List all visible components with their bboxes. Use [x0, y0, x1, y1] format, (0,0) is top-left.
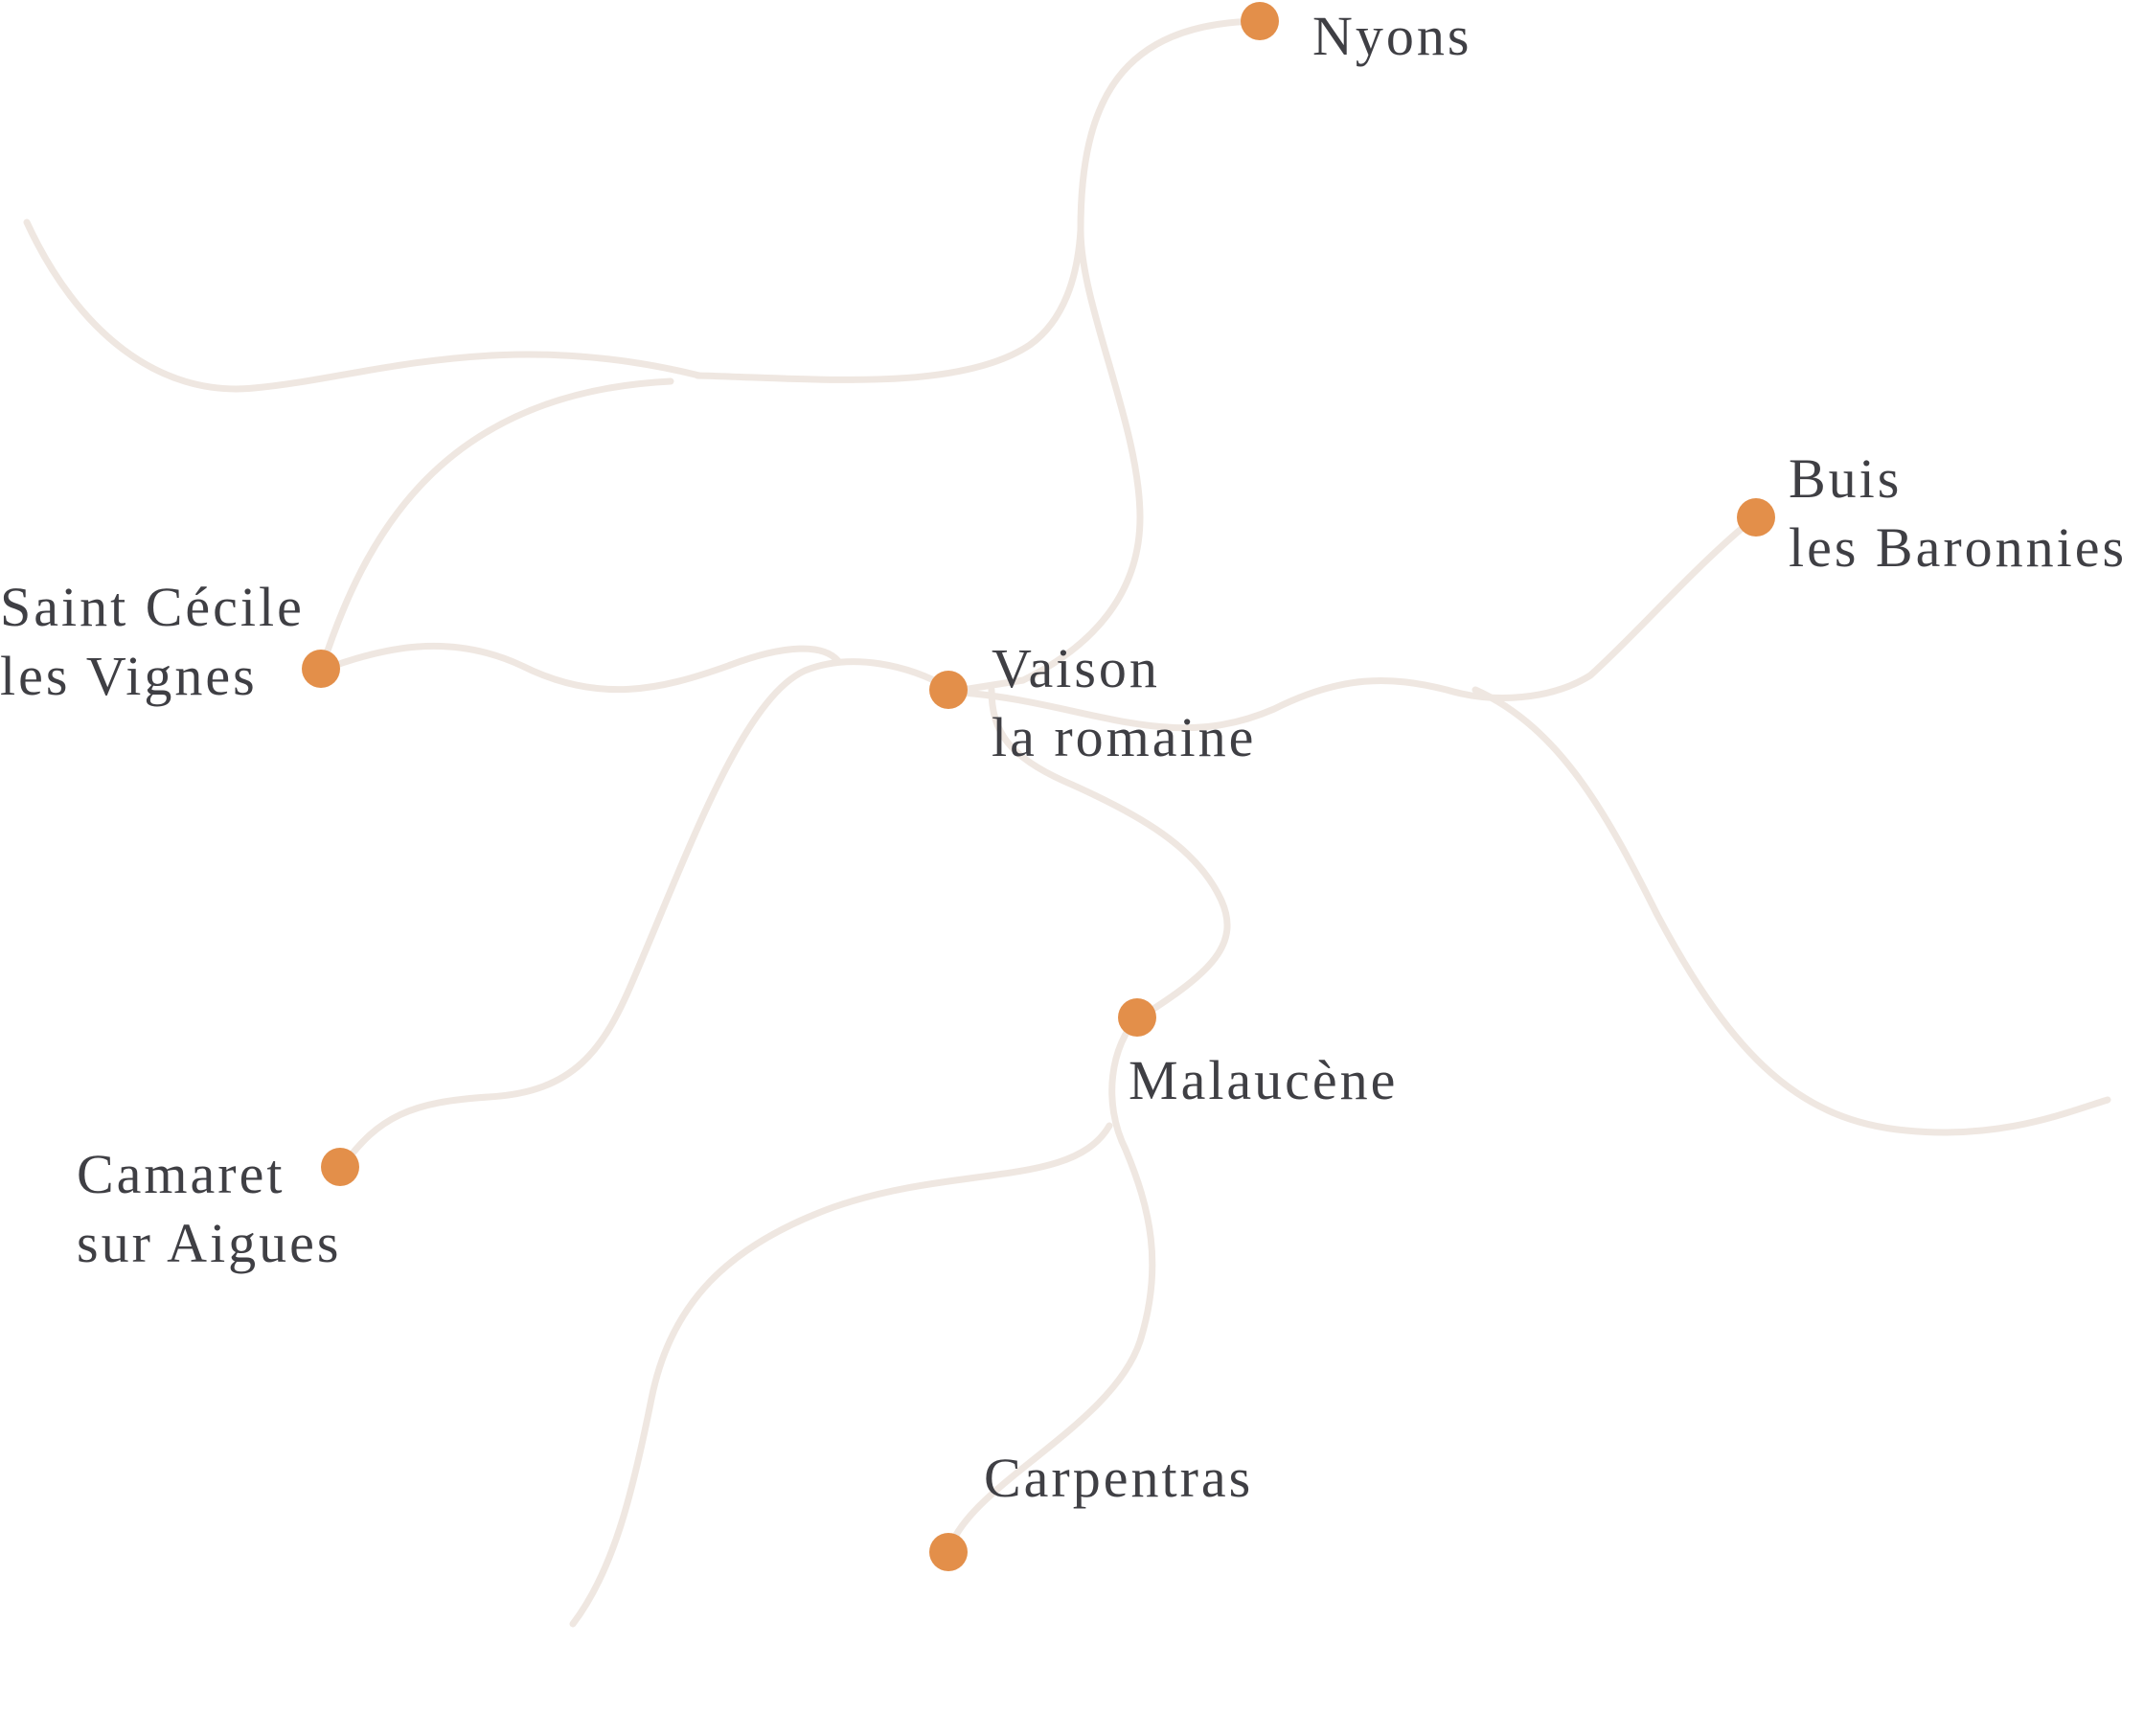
town-marker-saint-cecile[interactable] [302, 650, 340, 688]
town-label-nyons: Nyons [1312, 2, 1471, 71]
road-malaucene-carpentras [945, 1014, 1156, 1556]
town-label-camaret: Camaret sur Aigues [77, 1140, 342, 1278]
road-upper-left [23, 218, 703, 393]
town-label-line: Nyons [1312, 5, 1472, 67]
town-label-line: Vaison [992, 637, 1160, 699]
town-label-malaucene: Malaucène [1129, 1046, 1398, 1115]
road-vaison-malaucene [988, 686, 1231, 1021]
road-nyons-vaison [947, 17, 1261, 696]
town-label-line: Saint Cécile [0, 576, 305, 638]
road-far-right [1471, 686, 2111, 1136]
town-marker-nyons[interactable] [1241, 2, 1279, 40]
road-saint-cecile-north [317, 377, 674, 674]
town-label-line: les Vignes [0, 645, 258, 707]
road-saint-cecile-vaison [317, 642, 842, 694]
town-label-line: les Baronnies [1789, 516, 2128, 579]
road-upper-junction [694, 226, 1084, 383]
town-markers [302, 2, 1775, 1571]
town-label-line: la romaine [992, 706, 1257, 768]
roads [23, 17, 2111, 1628]
town-label-line: sur Aigues [77, 1212, 342, 1274]
town-label-line: Carpentras [984, 1447, 1254, 1509]
town-label-line: Camaret [77, 1143, 285, 1205]
town-label-line: Buis [1789, 447, 1903, 510]
town-label-vaison: Vaison la romaine [992, 634, 1256, 772]
town-marker-buis[interactable] [1737, 498, 1775, 537]
town-marker-vaison[interactable] [929, 671, 968, 709]
road-malaucene-southwest [569, 1122, 1113, 1628]
town-label-buis: Buis les Baronnies [1789, 445, 2127, 582]
town-marker-carpentras[interactable] [929, 1533, 968, 1571]
town-label-saint-cecile: Saint Cécile les Vignes [0, 573, 305, 711]
town-marker-malaucene[interactable] [1118, 998, 1156, 1037]
town-label-line: Malaucène [1129, 1049, 1399, 1111]
road-camaret-vaison [338, 658, 952, 1171]
town-label-carpentras: Carpentras [984, 1444, 1253, 1513]
road-vaison-buis [947, 514, 1759, 732]
town-marker-camaret[interactable] [321, 1148, 359, 1186]
